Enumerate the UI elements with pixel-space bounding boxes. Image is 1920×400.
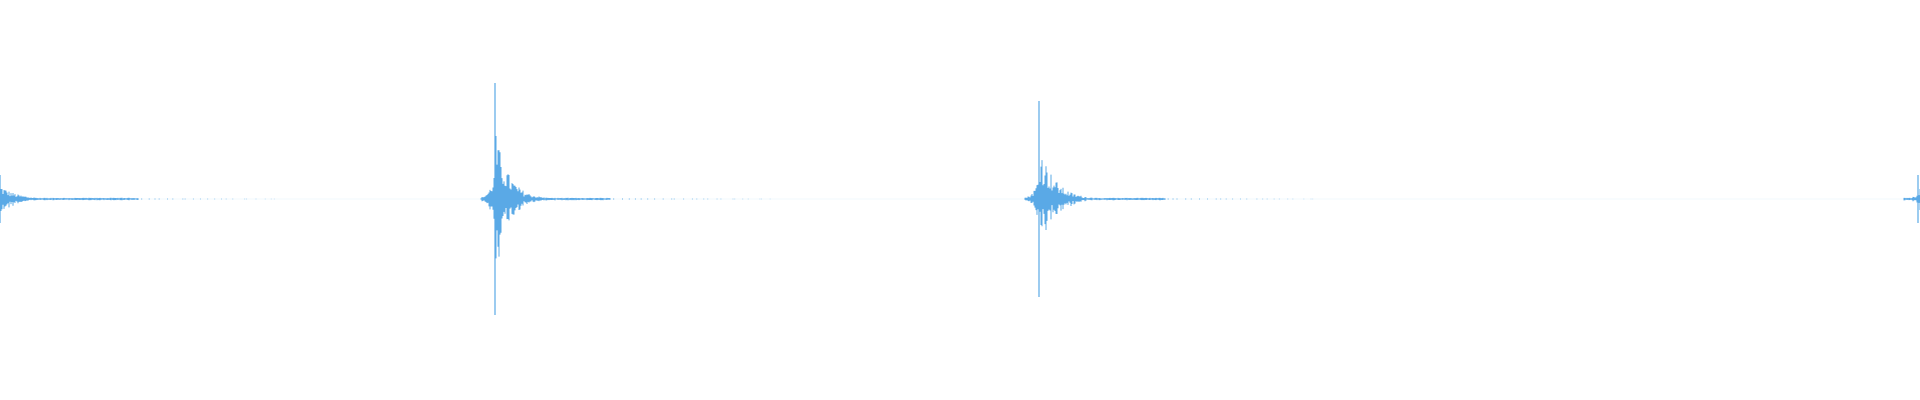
waveform-click-2 (480, 83, 771, 315)
waveform-click-1 (0, 175, 275, 223)
waveform-click-4 (1903, 175, 1920, 223)
waveform-signal (0, 83, 1920, 315)
waveform-click-3 (1024, 101, 1314, 297)
